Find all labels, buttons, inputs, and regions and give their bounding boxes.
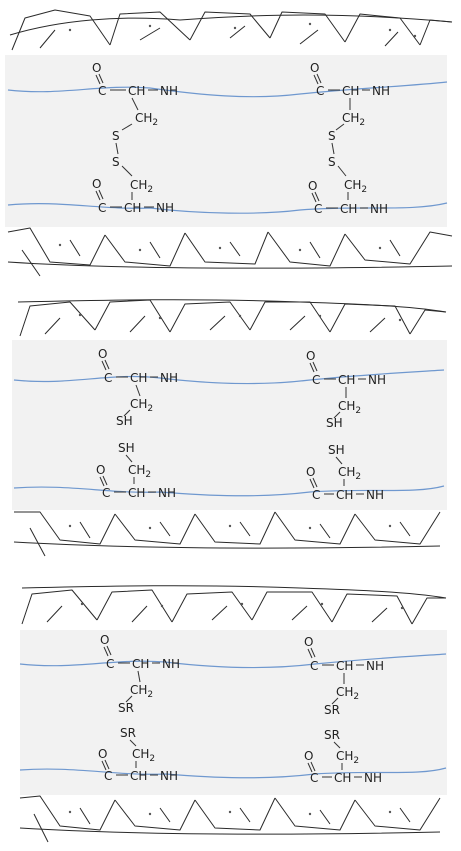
svg-text:CH2: CH2 <box>130 178 153 195</box>
residue-pair-left: O C CH NH CH2 SH SH CH2 O C CH NH <box>96 347 178 500</box>
svg-text:NH: NH <box>370 202 388 216</box>
peptide-chain-upper <box>7 81 448 98</box>
hair-scales-top <box>9 9 453 51</box>
svg-text:O: O <box>92 177 101 191</box>
svg-text:SH: SH <box>118 441 135 455</box>
panel-background <box>12 340 447 510</box>
svg-text:O: O <box>98 347 107 361</box>
svg-text:CH: CH <box>130 371 147 385</box>
svg-text:SH: SH <box>326 416 343 430</box>
hair-scales-top <box>17 299 447 337</box>
svg-text:NH: NH <box>160 84 178 98</box>
panel-reformed: O C CH NH CH2 SR SR CH2 O C CH NH O <box>19 585 447 843</box>
svg-text:CH: CH <box>338 373 355 387</box>
hair-scales-bottom <box>7 227 453 277</box>
svg-text:O: O <box>92 61 101 75</box>
svg-text:CH: CH <box>336 659 353 673</box>
svg-text:CH: CH <box>132 657 149 671</box>
hair-scales-top <box>21 585 447 625</box>
svg-text:NH: NH <box>366 659 384 673</box>
svg-text:O: O <box>306 349 315 363</box>
svg-text:CH: CH <box>124 201 141 215</box>
svg-text:SH: SH <box>328 443 345 457</box>
svg-text:CH: CH <box>340 202 357 216</box>
svg-text:S: S <box>112 155 120 169</box>
svg-text:NH: NH <box>366 488 384 502</box>
svg-text:C: C <box>102 486 110 500</box>
svg-text:O: O <box>308 179 317 193</box>
svg-text:NH: NH <box>162 657 180 671</box>
svg-text:C: C <box>104 769 112 783</box>
panel-background <box>20 630 447 795</box>
panel-disulfide: O C CH NH CH2 S S CH2 O C CH NH O <box>5 9 453 277</box>
svg-text:NH: NH <box>160 769 178 783</box>
svg-text:NH: NH <box>160 371 178 385</box>
svg-text:S: S <box>112 129 120 143</box>
svg-text:CH: CH <box>130 769 147 783</box>
peptide-chain-lower <box>13 485 445 497</box>
svg-text:O: O <box>96 463 105 477</box>
svg-text:CH2: CH2 <box>344 178 367 195</box>
svg-text:CH2: CH2 <box>130 683 153 700</box>
svg-text:SH: SH <box>116 414 133 428</box>
svg-text:CH: CH <box>342 84 359 98</box>
svg-text:CH: CH <box>128 486 145 500</box>
svg-text:O: O <box>98 747 107 761</box>
svg-text:CH: CH <box>336 488 353 502</box>
svg-text:CH2: CH2 <box>336 685 359 702</box>
svg-text:SR: SR <box>118 701 134 715</box>
svg-text:C: C <box>98 84 106 98</box>
svg-text:CH2: CH2 <box>128 463 151 480</box>
peptide-chain-upper <box>19 653 447 669</box>
svg-text:C: C <box>98 201 106 215</box>
peptide-chain-upper <box>13 369 445 385</box>
svg-text:CH2: CH2 <box>342 111 365 128</box>
svg-text:C: C <box>106 657 114 671</box>
residue-pair-right: O C CH NH CH2 SR SR CH2 O C CH NH <box>304 635 384 785</box>
svg-text:C: C <box>310 659 318 673</box>
svg-text:O: O <box>310 61 319 75</box>
svg-text:CH: CH <box>334 771 351 785</box>
svg-text:CH2: CH2 <box>336 749 359 766</box>
panel-background <box>5 55 447 227</box>
residue-pair-right: O C CH NH CH2 S S CH2 O C CH NH <box>308 61 390 216</box>
svg-text:NH: NH <box>368 373 386 387</box>
svg-text:SR: SR <box>120 726 136 740</box>
svg-text:CH2: CH2 <box>338 399 361 416</box>
svg-text:CH: CH <box>128 84 145 98</box>
svg-text:NH: NH <box>158 486 176 500</box>
peptide-chain-lower <box>19 767 447 779</box>
svg-text:S: S <box>328 129 336 143</box>
svg-text:C: C <box>312 488 320 502</box>
svg-text:C: C <box>316 84 324 98</box>
svg-text:O: O <box>304 635 313 649</box>
svg-text:NH: NH <box>364 771 382 785</box>
svg-text:CH2: CH2 <box>130 397 153 414</box>
residue-pair-left: O C CH NH CH2 SR SR CH2 O C CH NH <box>98 633 180 783</box>
svg-text:CH2: CH2 <box>132 747 155 764</box>
svg-text:O: O <box>304 749 313 763</box>
svg-text:CH2: CH2 <box>338 465 361 482</box>
svg-text:O: O <box>100 633 109 647</box>
svg-text:C: C <box>310 771 318 785</box>
svg-text:S: S <box>328 155 336 169</box>
svg-text:SR: SR <box>324 703 340 717</box>
residue-pair-right: O C CH NH CH2 SH SH CH2 O C CH NH <box>306 349 386 502</box>
svg-text:C: C <box>312 373 320 387</box>
panel-reduced: O C CH NH CH2 SH SH CH2 O C CH NH O <box>12 299 447 557</box>
svg-text:C: C <box>104 371 112 385</box>
svg-text:SR: SR <box>324 728 340 742</box>
svg-text:C: C <box>314 202 322 216</box>
svg-text:NH: NH <box>372 84 390 98</box>
svg-text:O: O <box>306 465 315 479</box>
hair-scales-bottom <box>19 795 441 843</box>
svg-text:NH: NH <box>156 201 174 215</box>
residue-pair-left: O C CH NH CH2 S S CH2 O C CH NH <box>92 61 178 215</box>
peptide-chain-lower <box>7 202 448 214</box>
svg-text:CH2: CH2 <box>135 111 158 128</box>
hair-scales-bottom <box>13 511 441 557</box>
